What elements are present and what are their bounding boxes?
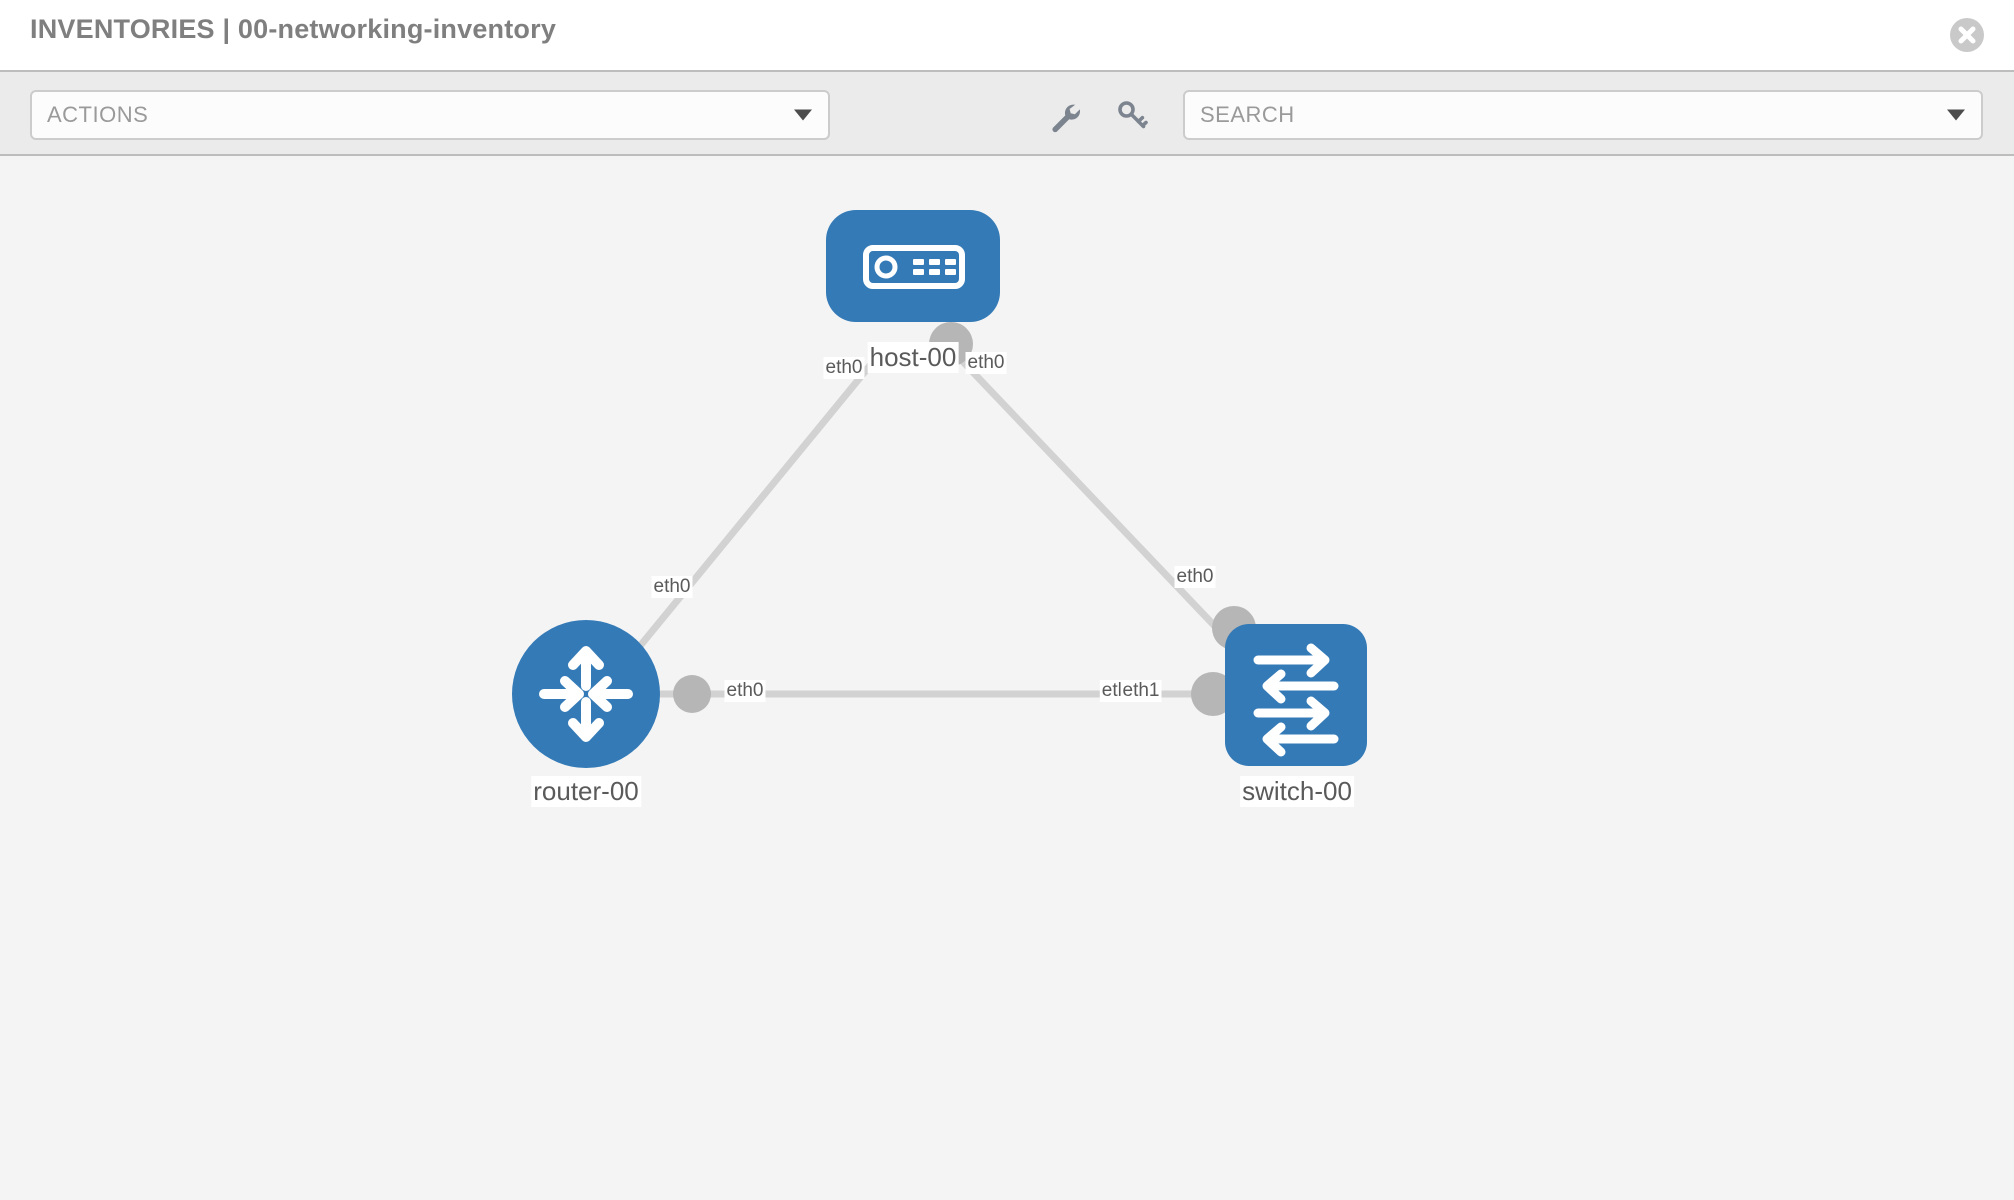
- topology-canvas[interactable]: host-00 router-00 switch-00 eth0 eth0 et…: [0, 156, 2014, 1200]
- link-group: [636, 342, 1232, 698]
- link-host00-switch00: [944, 342, 1232, 644]
- iface-label-router00-uplink: eth0: [651, 576, 693, 598]
- iface-label-switch00-uplink: eth0: [1174, 566, 1216, 588]
- actions-dropdown[interactable]: ACTIONS: [30, 90, 830, 140]
- title-bar: INVENTORIES | 00-networking-inventory: [0, 0, 2014, 70]
- close-icon[interactable]: [1950, 18, 1984, 52]
- chevron-down-icon: [794, 109, 812, 121]
- nub-router00-right: [673, 675, 711, 713]
- nub-switch00-left: [1191, 672, 1235, 716]
- node-label-switch-00: switch-00: [1240, 776, 1354, 807]
- topology-graph: [512, 210, 1367, 768]
- link-host00-router00: [636, 342, 890, 650]
- actions-dropdown-label: ACTIONS: [47, 102, 149, 127]
- node-label-host-00: host-00: [867, 342, 959, 373]
- toolbar: ACTIONS SEARCH: [0, 70, 2014, 156]
- chevron-down-icon: [1947, 109, 1965, 121]
- node-host-00[interactable]: [826, 210, 1000, 322]
- iface-label-switch00-eth1: eth1: [1120, 680, 1162, 702]
- wrench-icon[interactable]: [1045, 96, 1085, 136]
- iface-label-host00-switch-side: eth0: [965, 352, 1007, 374]
- node-label-router-00: router-00: [531, 776, 641, 807]
- search-input[interactable]: SEARCH: [1183, 90, 1983, 140]
- router-icon: [539, 646, 633, 742]
- node-switch-00[interactable]: [1225, 624, 1367, 766]
- page-title: INVENTORIES | 00-networking-inventory: [30, 14, 557, 44]
- connector-nub-group: [673, 322, 1256, 716]
- search-placeholder: SEARCH: [1200, 102, 1295, 127]
- server-icon: [863, 245, 965, 289]
- switch-icon: [1253, 643, 1339, 757]
- key-icon[interactable]: [1112, 96, 1152, 136]
- iface-label-host00-router-side: eth0: [823, 357, 865, 379]
- node-router-00[interactable]: [512, 620, 660, 768]
- iface-label-router00-eth0: eth0: [724, 680, 766, 702]
